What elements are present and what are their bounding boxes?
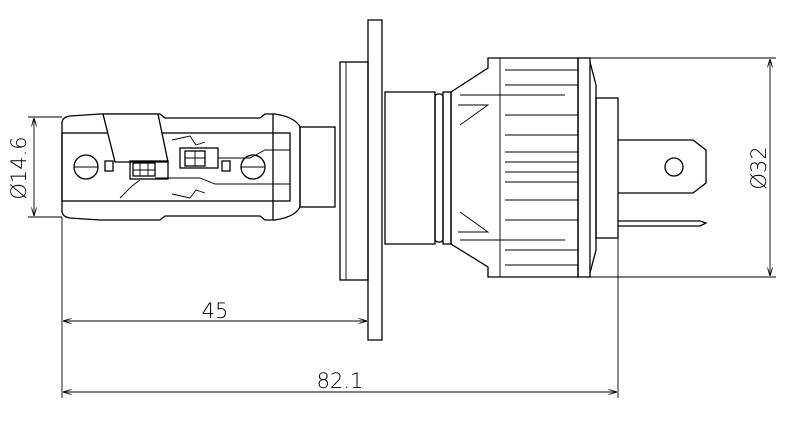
dimension-overall-length: 82.1 (63, 238, 619, 398)
dimension-diameter-heatsink: Ø32 (590, 57, 776, 278)
dim-label-heatsink-diameter: Ø32 (747, 146, 771, 189)
dimension-length-flange: 45 (61, 217, 367, 398)
bulb-base (339, 19, 452, 341)
dimension-diameter-body: Ø14.6 (7, 116, 62, 218)
dim-label-body-diameter: Ø14.6 (7, 136, 31, 199)
dim-label-flange-length: 45 (202, 299, 229, 323)
dim-label-overall-length: 82.1 (317, 369, 364, 393)
connector (595, 97, 708, 239)
led-body (61, 113, 336, 221)
led-chip (132, 162, 156, 177)
terminal-hole (664, 157, 684, 177)
heatsink (450, 57, 597, 278)
pcb-clip (102, 113, 169, 163)
